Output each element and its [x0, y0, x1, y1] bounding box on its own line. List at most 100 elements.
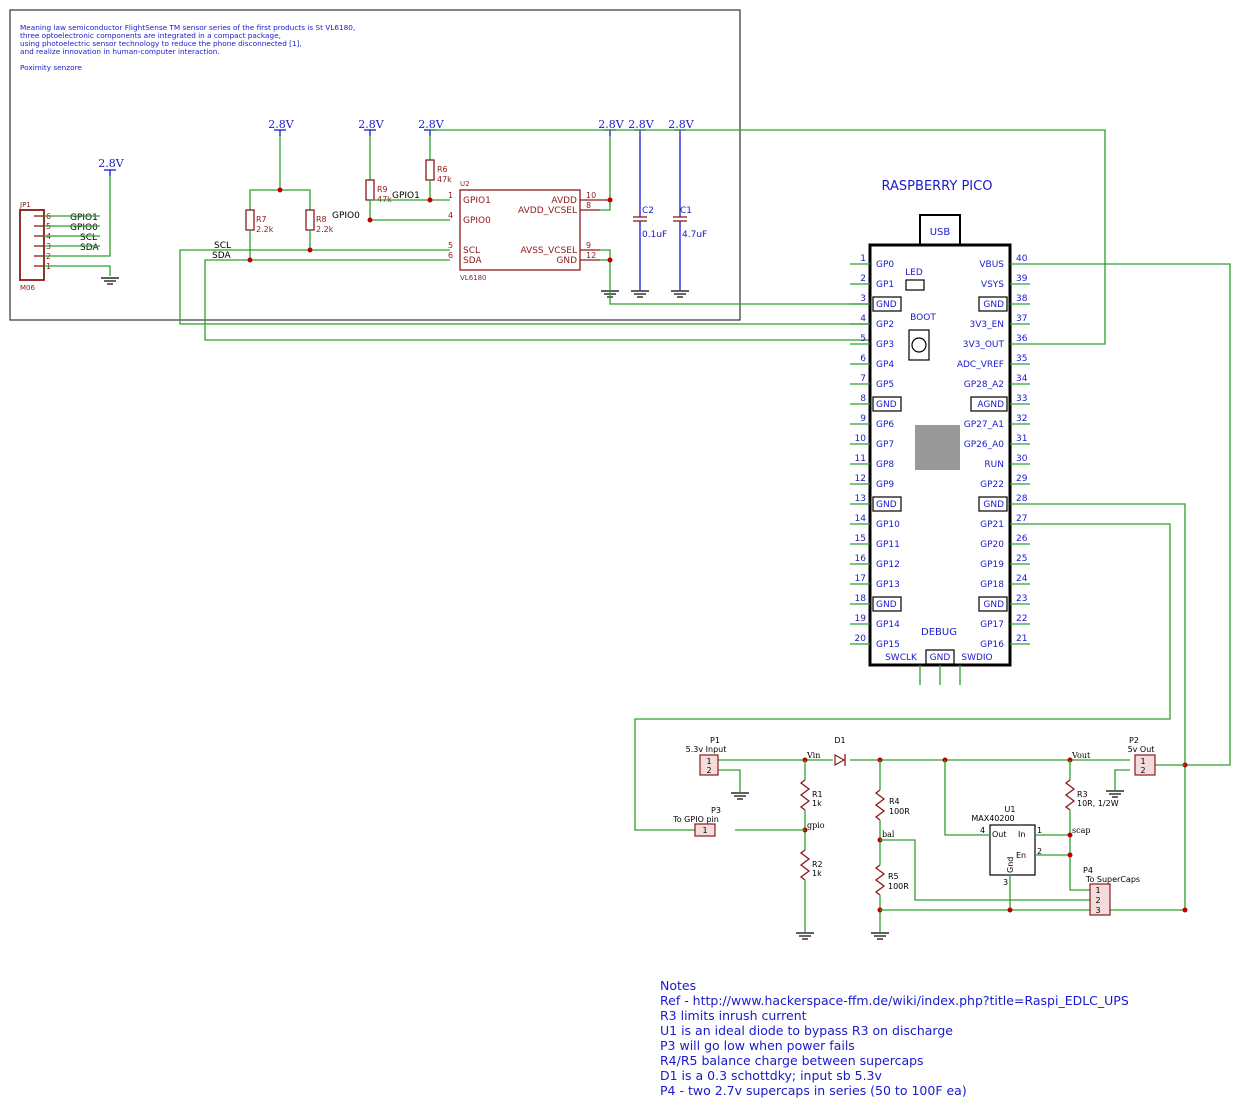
intro-line-2: three optoelectronic components are inte…	[20, 31, 281, 40]
p3-value: To GPIO pin	[672, 815, 719, 824]
pico-pin-name: GP16	[980, 640, 1004, 650]
pico-pin-name: GP21	[980, 520, 1004, 530]
pico-pin-num: 33	[1016, 394, 1027, 404]
p2-pin-2: 2	[1140, 766, 1145, 775]
pico-pin-name: GP17	[980, 620, 1004, 630]
jp1-sig-sda: SDA	[80, 243, 99, 253]
r4-value: 100R	[889, 807, 910, 816]
pico-pin-num: 35	[1016, 354, 1027, 364]
u2-pin-12-name: GND	[556, 256, 577, 266]
notes-block: Notes Ref - http://www.hackerspace-ffm.d…	[660, 978, 1129, 1098]
pico-pin-name: GP2	[876, 320, 894, 330]
pico-pin-name: GND	[876, 500, 897, 510]
note-line-4: P3 will go low when power fails	[660, 1038, 855, 1053]
pico-pin-name: GND	[983, 500, 1004, 510]
r7-ref: R7	[256, 215, 267, 224]
pico-pin-num: 2	[860, 274, 866, 284]
pwr-label-avdd: 2.8V	[598, 118, 624, 131]
u1-value: MAX40200	[971, 814, 1014, 823]
pwr-label-jp1: 2.8V	[98, 157, 124, 170]
net-gpio0: GPIO0	[332, 211, 360, 221]
u1-num-out: 4	[980, 826, 985, 835]
p1-pin-1: 1	[706, 757, 711, 766]
pico-pin-num: 30	[1016, 454, 1028, 464]
p3-pin-1: 1	[702, 826, 707, 835]
p4-pin-2: 2	[1095, 896, 1100, 905]
pico-pin-num: 31	[1016, 434, 1027, 444]
pico-debug-gnd: GND	[930, 653, 951, 663]
r9-ref: R9	[377, 185, 388, 194]
r5-value: 100R	[888, 882, 909, 891]
note-line-2: R3 limits inrush current	[660, 1008, 807, 1023]
pico-pin-name: GP27_A1	[964, 420, 1004, 430]
pico-pin-name: GP5	[876, 380, 894, 390]
pico-pin-num: 6	[860, 354, 866, 364]
pico-pin-num: 13	[855, 494, 866, 504]
u2-pin-8-num: 8	[586, 201, 591, 210]
jp1-value: M06	[20, 284, 35, 292]
pico-boot-label: BOOT	[910, 313, 936, 323]
r6-body	[425, 159, 435, 181]
pico-pin-num: 25	[1016, 554, 1027, 564]
pico-pin-name: GP19	[980, 560, 1004, 570]
u1-num-gnd: 3	[1003, 878, 1008, 887]
pico-pin-num: 19	[855, 614, 867, 624]
pico-pin-name: GP3	[876, 340, 894, 350]
pico-pin-num: 26	[1016, 534, 1028, 544]
pico-boot-button	[908, 329, 930, 361]
p1-connector: P1 5.3v Input 1 2 Vin	[686, 736, 820, 800]
u2-value: VL6180	[460, 274, 487, 282]
p1-ref: P1	[710, 736, 720, 745]
pico-pin-name: GND	[983, 600, 1004, 610]
net-bal: bal	[882, 830, 895, 839]
p1-pin-2: 2	[706, 766, 711, 775]
pwr-label-r6: 2.8V	[418, 118, 444, 131]
intro-subtitle: Poximity senzore	[20, 63, 82, 72]
pico-pin-name: 3V3_EN	[969, 320, 1004, 330]
p1-value: 5.3v Input	[686, 745, 727, 754]
d1-ref: D1	[834, 736, 845, 745]
pwr-label-c1: 2.8V	[668, 118, 694, 131]
pico-pin-num: 24	[1016, 574, 1028, 584]
note-line-6: D1 is a 0.3 schottdky; input sb 5.3v	[660, 1068, 882, 1083]
d1-diode: D1	[834, 736, 846, 767]
pico-pin-name: ADC_VREF	[957, 360, 1004, 370]
u2-ref: U2	[460, 180, 470, 188]
pico-pin-num: 7	[860, 374, 866, 384]
pico-pin-name: GND	[876, 600, 897, 610]
pico-right-pins: 40VBUS39VSYS38GND373V3_EN363V3_OUT35ADC_…	[957, 254, 1030, 650]
r8-body	[305, 209, 315, 231]
u2-pin-5-name: SCL	[463, 246, 480, 256]
pico-pin-num: 22	[1016, 614, 1027, 624]
ups-wiring	[634, 263, 1231, 910]
u2-right-wires	[430, 129, 1106, 345]
pico-pin-num: 3	[860, 294, 866, 304]
u2-pin-9-num: 9	[586, 241, 591, 250]
pico-pin-name: GND	[876, 400, 897, 410]
r6-ref: R6	[437, 165, 448, 174]
u2-pin-10-num: 10	[586, 191, 596, 200]
pico-pin-name: GP6	[876, 420, 894, 430]
power-2v8-symbols: 2.8V 2.8V 2.8V 2.8V 2.8V 2.8V 2.8V	[98, 118, 695, 176]
r3: R3 10R, 1/2W scap Vout	[1064, 751, 1119, 891]
pwr-label-c2: 2.8V	[628, 118, 654, 131]
r7-body	[245, 209, 255, 231]
pico-pin-num: 4	[860, 314, 866, 324]
u1-max40200: U1 MAX40200 Out In En Gnd 4 1 2 3	[944, 760, 1070, 913]
c2-ref: C2	[642, 206, 654, 216]
u2-pin-6-name: SDA	[463, 256, 482, 266]
pico-pin-name: GP8	[876, 460, 894, 470]
jp1-sig-scl: SCL	[80, 233, 97, 243]
r9-body	[365, 179, 375, 201]
capacitors: C2 0.1uF C1 4.7uF	[631, 136, 707, 298]
pwr-label-r7r8: 2.8V	[268, 118, 294, 131]
pico-pin-name: GP10	[876, 520, 900, 530]
p4-pin-3: 3	[1095, 906, 1100, 915]
u2-pin-12-num: 12	[586, 251, 596, 260]
r4-ref: R4	[889, 797, 900, 806]
pico-chip	[915, 425, 960, 470]
pico-pin-num: 9	[860, 414, 866, 424]
p3-ref: P3	[711, 806, 721, 815]
intro-line-1: Meaning law semiconductor FlightSense TM…	[20, 23, 355, 32]
u2-pin-9-name: AVSS_VCSEL	[520, 246, 577, 256]
